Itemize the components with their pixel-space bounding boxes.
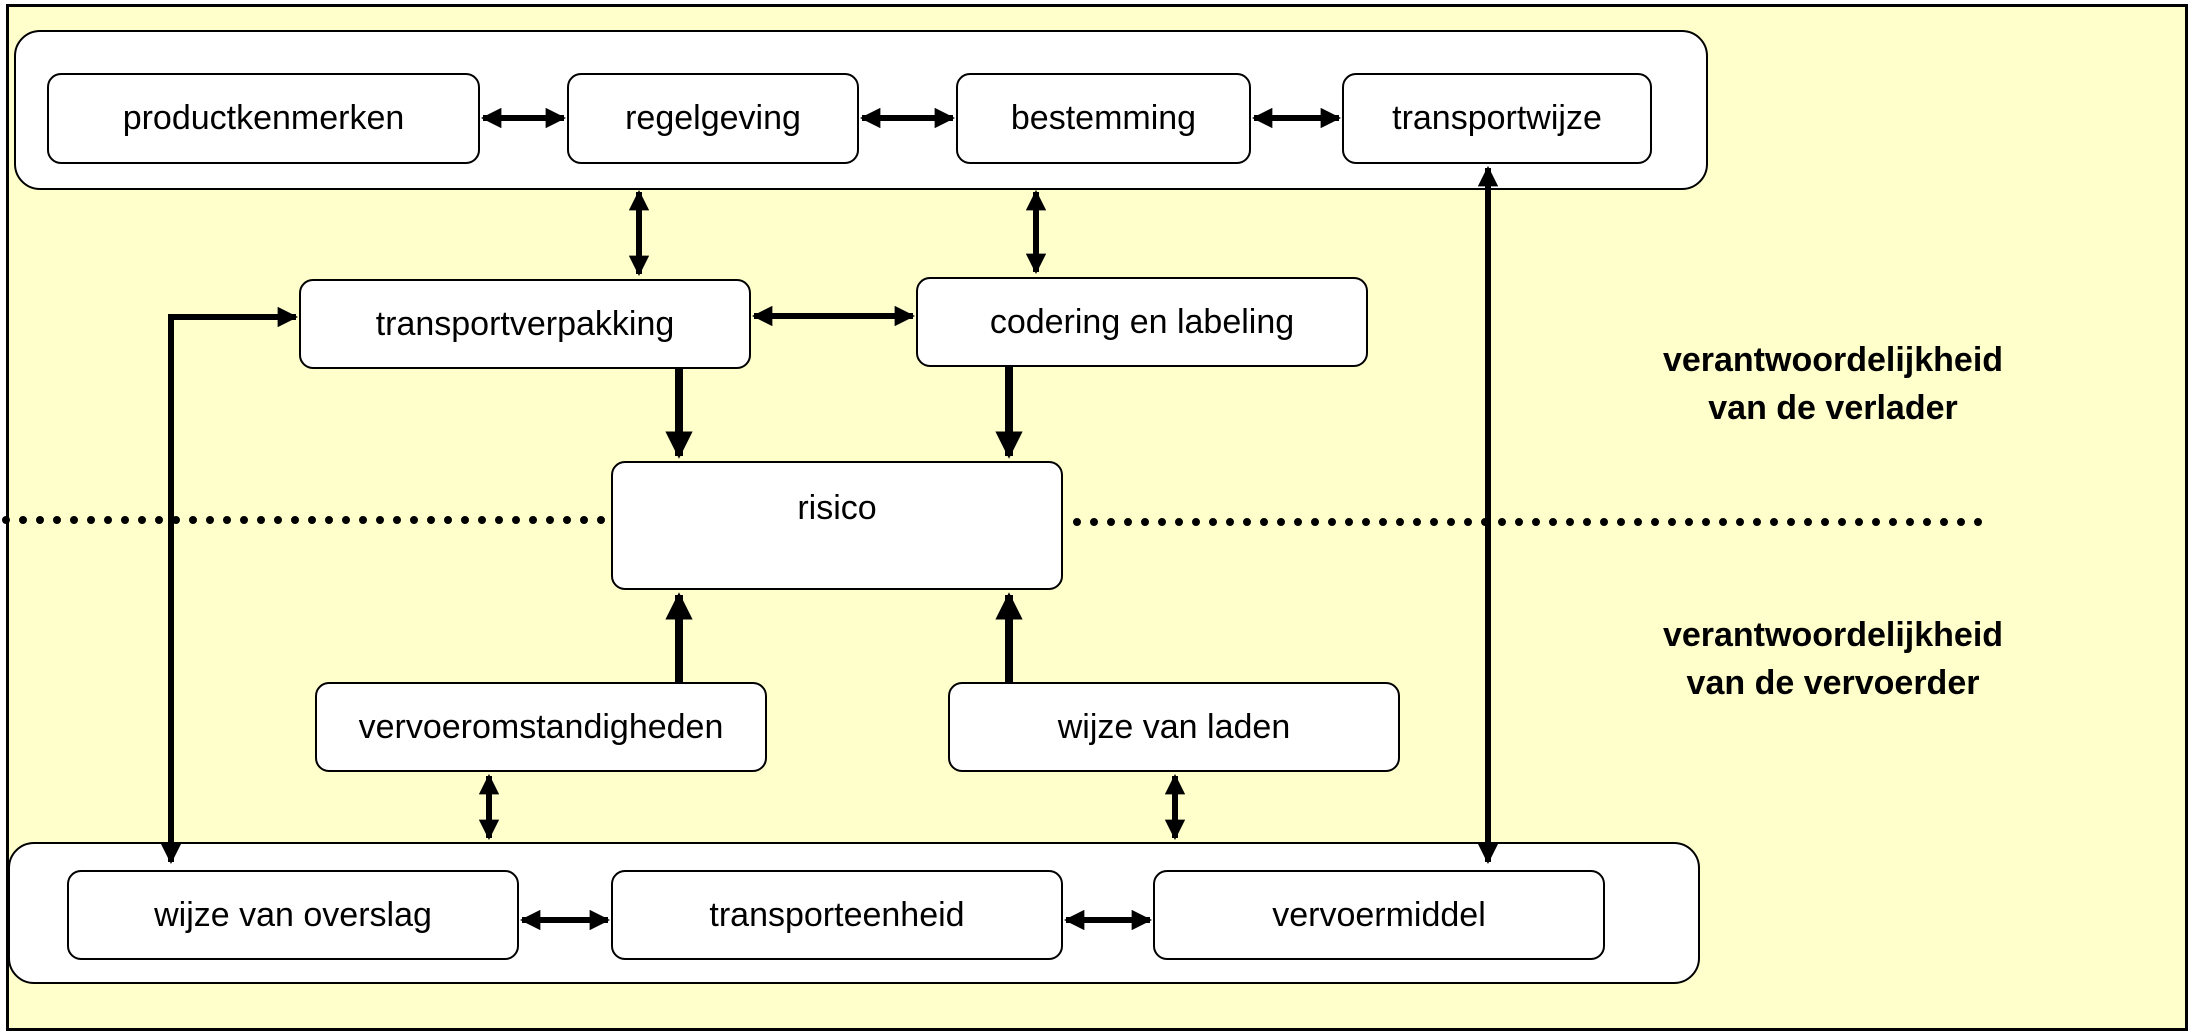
carrier-responsibility-label: verantwoordelijkheid van de vervoerder	[1583, 611, 2083, 707]
shipper-responsibility-label: verantwoordelijkheid van de verlader	[1583, 336, 2083, 432]
shipper-responsibility-line2: van de verlader	[1708, 389, 1958, 427]
box-risico[interactable]: risico	[611, 461, 1063, 590]
box-wijze-van-overslag[interactable]: wijze van overslag	[67, 870, 519, 960]
box-transportverpakking[interactable]: transportverpakking	[299, 279, 751, 369]
box-vervoeromstandigheden[interactable]: vervoeromstandigheden	[315, 682, 767, 772]
box-productkenmerken[interactable]: productkenmerken	[47, 73, 480, 164]
shipper-responsibility-line1: verantwoordelijkheid	[1662, 341, 2004, 379]
box-transporteenheid[interactable]: transporteenheid	[611, 870, 1063, 960]
carrier-responsibility-line2: van de vervoerder	[1686, 664, 1980, 702]
arrow-transportverpakking-overslag	[160, 306, 299, 865]
box-regelgeving[interactable]: regelgeving	[567, 73, 859, 164]
carrier-responsibility-line1: verantwoordelijkheid	[1662, 616, 2004, 654]
box-codering-en-labeling[interactable]: codering en labeling	[916, 277, 1368, 367]
box-vervoermiddel[interactable]: vervoermiddel	[1153, 870, 1605, 960]
box-wijze-van-laden[interactable]: wijze van laden	[948, 682, 1400, 772]
box-transportwijze[interactable]: transportwijze	[1342, 73, 1652, 164]
box-bestemming[interactable]: bestemming	[956, 73, 1251, 164]
